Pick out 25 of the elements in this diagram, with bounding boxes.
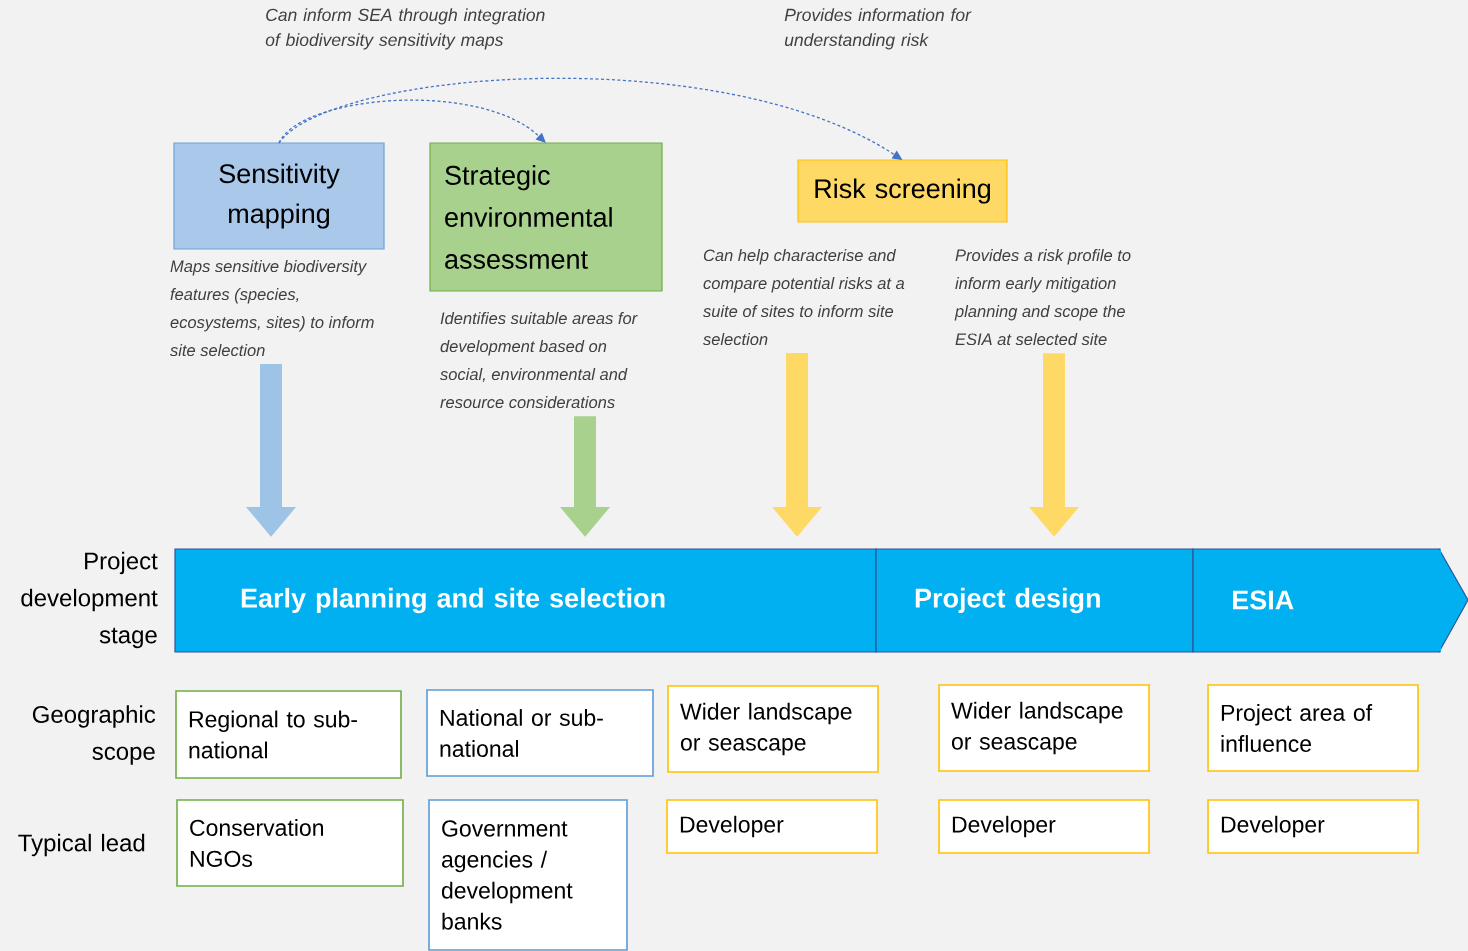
description-text: Maps sensitive biodiversity features (species, ecosystems, sites) to inform site selection: [170, 260, 374, 357]
scope-box: Wider landscape or seascape: [667, 685, 879, 773]
lead-box: Developer: [1207, 799, 1419, 854]
process-box: Sensitivity mapping: [173, 142, 385, 250]
edge-label: Provides information for understanding risk: [784, 8, 972, 50]
scope-box: Regional to sub-national: [175, 690, 402, 779]
scope-box: Wider landscape or seascape: [938, 684, 1150, 772]
process-box: Risk screening: [797, 159, 1008, 223]
lead-box: Government agencies / development banks: [428, 799, 628, 951]
description-text: Provides a risk profile to inform early mitigation planning and scope the ESIA at selected site: [954, 249, 1131, 346]
stage-band-segment: ESIA: [1192, 548, 1468, 653]
description-text: Identifies suitable areas for development based on social, environmental and resource considerations: [440, 312, 638, 409]
process-box: Strategic environmental assessment: [429, 142, 663, 292]
row-label: Geographic scope: [32, 705, 156, 765]
stage-band-segment: Project design: [875, 548, 1194, 653]
lead-box: Developer: [666, 799, 878, 854]
scope-box: Project area of influence: [1207, 684, 1419, 772]
dashed-arrow: [278, 99, 546, 144]
row-label: Typical lead: [18, 833, 145, 857]
lead-box: Developer: [938, 799, 1150, 854]
scope-box: National or sub-national: [426, 689, 654, 777]
row-label: Project development stage: [21, 551, 158, 649]
lead-box: Conservation NGOs: [176, 799, 404, 887]
edge-label: Can inform SEA through integration of biodiversity sensitivity maps: [265, 8, 545, 50]
description-text: Can help characterise and compare potential risks at a suite of sites to inform site selection: [703, 249, 905, 346]
